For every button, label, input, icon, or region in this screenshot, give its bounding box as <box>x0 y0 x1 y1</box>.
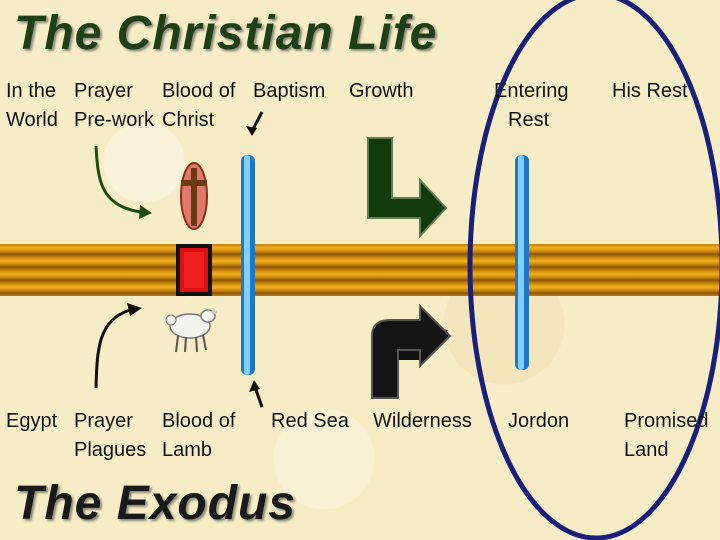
growth-bent-arrow <box>367 137 448 239</box>
label-jordon: Jordon <box>508 410 570 432</box>
label-rest: Rest <box>508 109 550 131</box>
label-prayer-top: Prayer <box>74 80 133 102</box>
highlight-ellipse <box>467 0 720 540</box>
label-plagues: Plagues <box>74 439 147 461</box>
red-sea-pointer-arrow <box>249 380 264 408</box>
label-lamb: Lamb <box>162 439 213 461</box>
title-exodus: The Exodus <box>14 477 297 530</box>
label-blood-of-top: Blood of <box>162 80 236 102</box>
label-wilderness: Wilderness <box>373 410 472 432</box>
wilderness-bent-arrow <box>371 303 452 399</box>
baptism-pointer-arrow <box>246 111 264 136</box>
label-prayer-bottom: Prayer <box>74 410 133 432</box>
label-in-the: In the <box>6 80 57 102</box>
label-baptism: Baptism <box>253 80 326 102</box>
label-prework: Pre-work <box>74 109 155 131</box>
label-promised: Promised <box>624 410 709 432</box>
label-blood-of-bottom: Blood of <box>162 410 236 432</box>
label-egypt: Egypt <box>6 410 58 432</box>
title-christian-life: The Christian Life <box>14 7 438 60</box>
label-christ: Christ <box>162 109 215 131</box>
jordon-river <box>515 155 529 370</box>
label-world: World <box>6 109 58 131</box>
red-sea-river <box>241 155 255 375</box>
cross-icon <box>180 162 208 230</box>
curved-arrow-bottom-left <box>94 303 142 389</box>
label-his-rest: His Rest <box>612 80 688 102</box>
door-icon <box>176 244 212 296</box>
horizontal-divider-stripe <box>0 244 720 296</box>
curved-arrow-top-left <box>94 145 152 219</box>
label-growth: Growth <box>349 80 414 102</box>
label-red-sea: Red Sea <box>271 410 349 432</box>
label-entering: Entering <box>494 80 569 102</box>
label-land: Land <box>624 439 669 461</box>
lamb-icon <box>165 309 217 353</box>
